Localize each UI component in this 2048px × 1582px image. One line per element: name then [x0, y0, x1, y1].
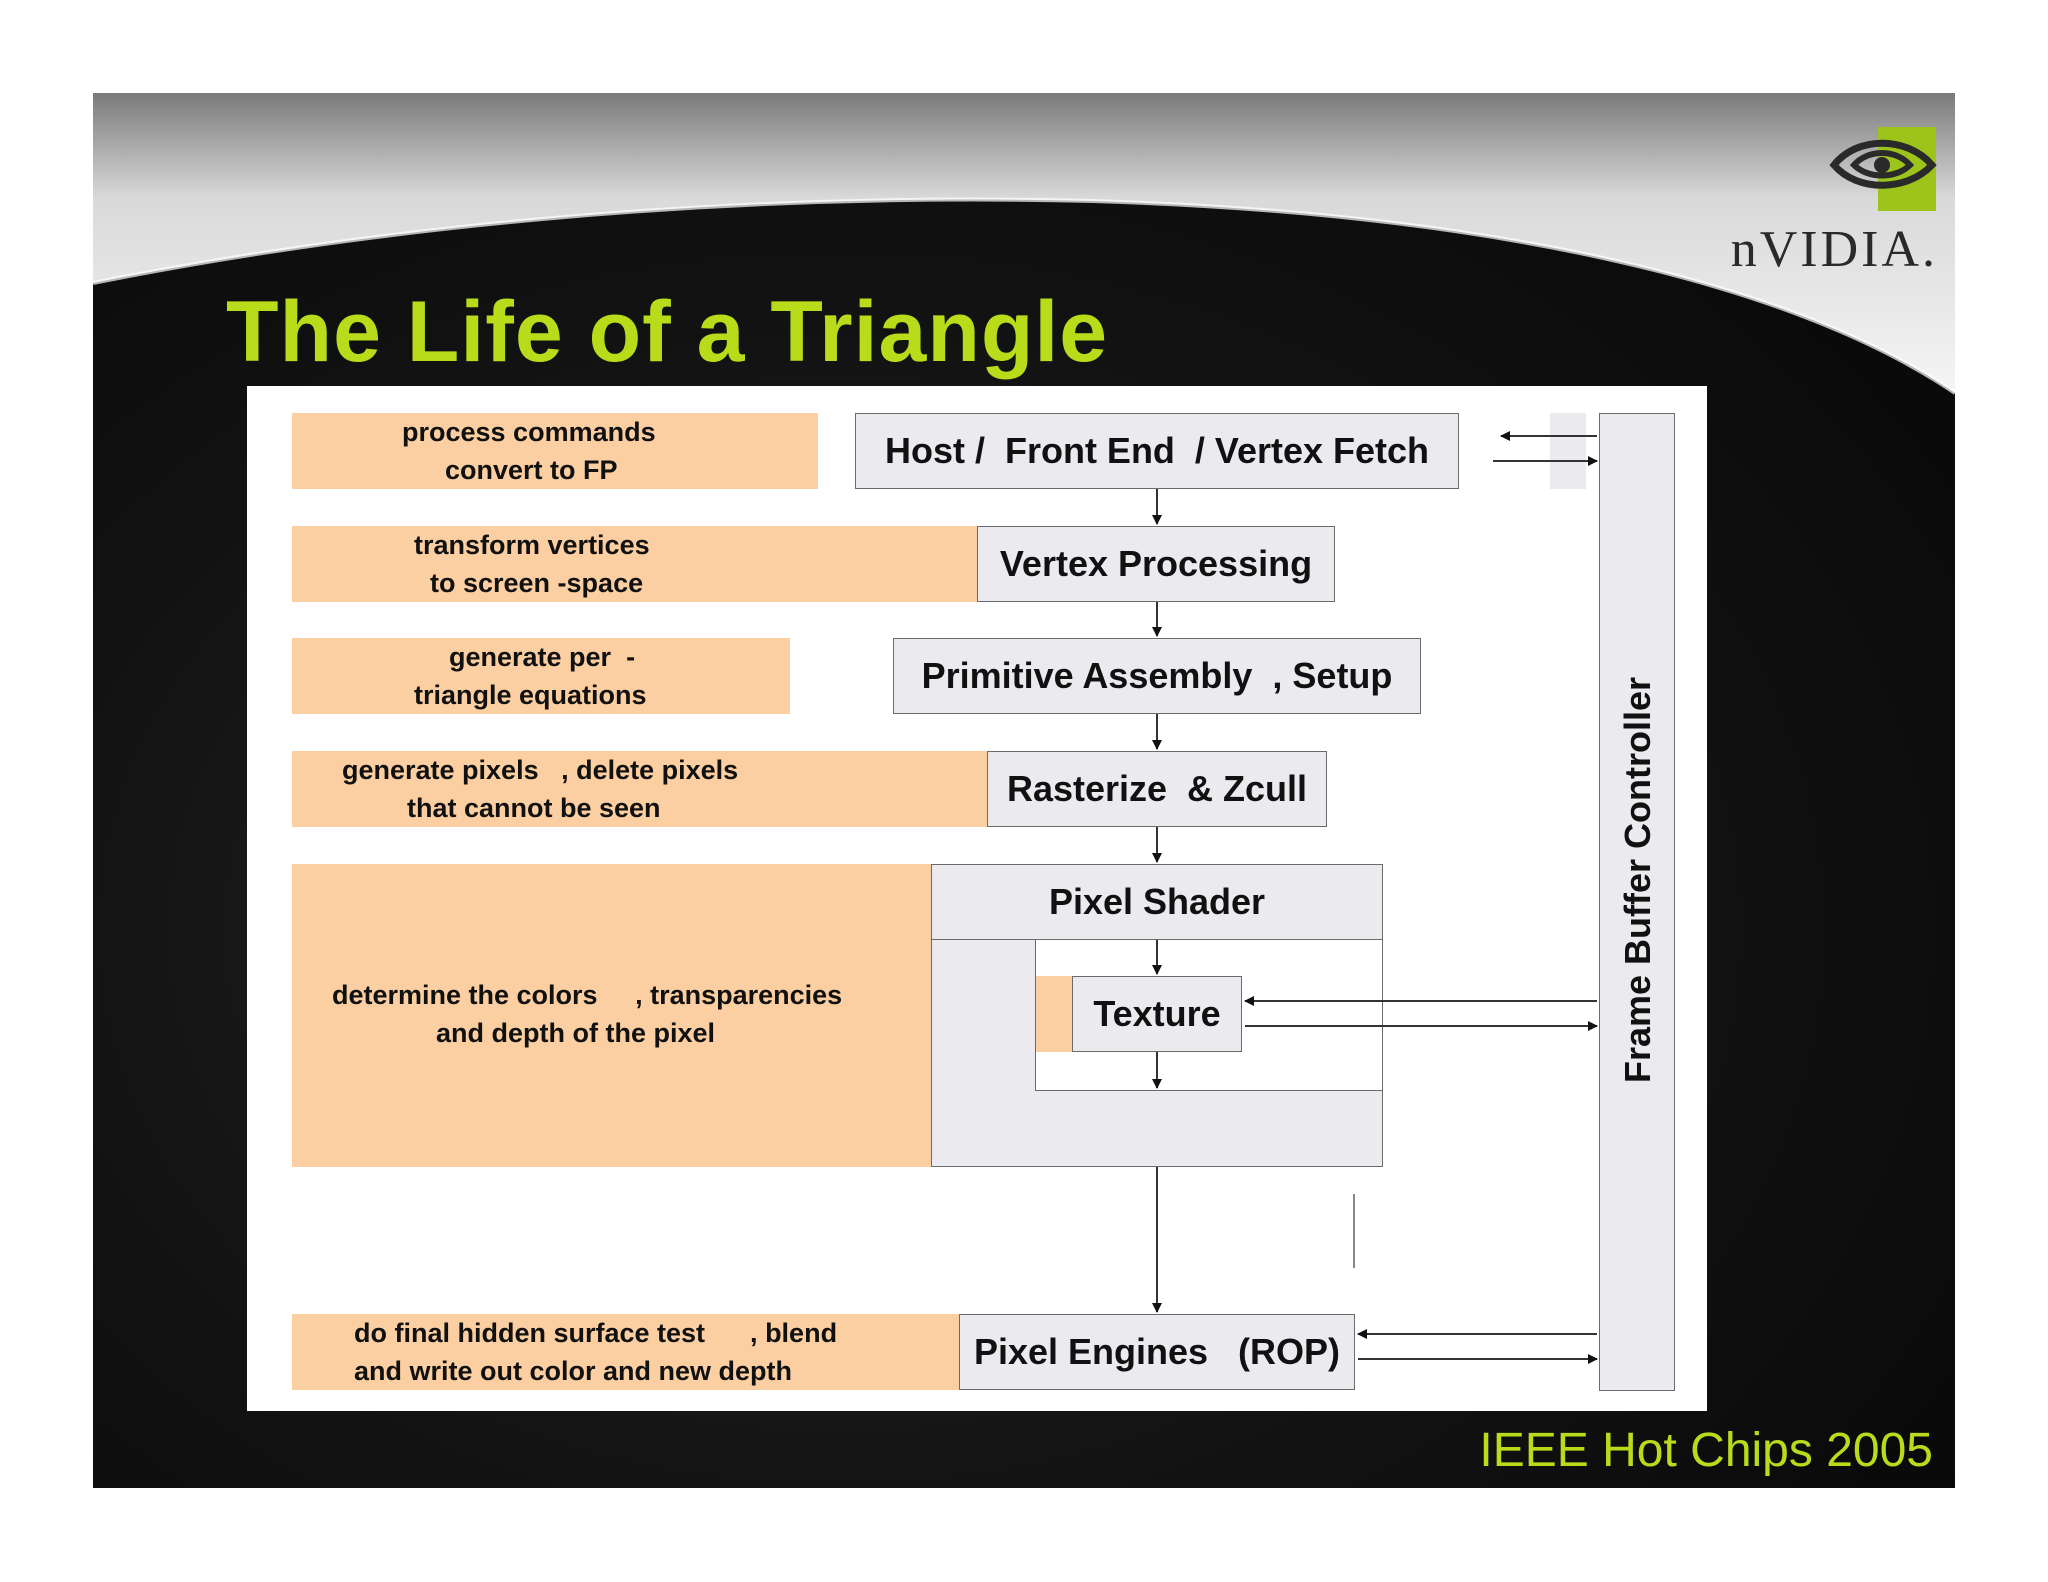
stage-texture: Texture: [1072, 976, 1242, 1052]
description-host: process commands convert to FP: [292, 413, 818, 489]
description-rop: do final hidden surface test , blend and…: [292, 1314, 962, 1390]
stage-rasterize-zcull: Rasterize & Zcull: [987, 751, 1327, 827]
nvidia-eye-logo-icon: [1829, 127, 1937, 211]
slide-title: The Life of a Triangle: [226, 284, 1109, 380]
description-primitive: generate per - triangle equations: [292, 638, 790, 714]
slide-footer: IEEE Hot Chips 2005: [1479, 1424, 1933, 1477]
frame-buffer-controller: [1599, 413, 1675, 1391]
pipeline-arrows: [1152, 431, 1598, 1364]
stage-vertex-processing: Vertex Processing: [977, 526, 1335, 602]
description-raster: generate pixels , delete pixels that can…: [292, 751, 1000, 827]
pixel-shader-label-box: Pixel Shader: [931, 864, 1383, 940]
texture-accent: [1036, 976, 1072, 1052]
pipeline-diagram: process commands convert to FP transform…: [247, 386, 1707, 1411]
nvidia-wordmark: nVIDIA.: [1730, 221, 1938, 278]
stage-primitive-assembly: Primitive Assembly , Setup: [893, 638, 1421, 714]
stage-pixel-engines-rop: Pixel Engines (ROP): [959, 1314, 1355, 1390]
description-vertex: transform vertices to screen -space: [292, 526, 1016, 602]
description-pixel-shader: determine the colors , transparencies an…: [292, 864, 975, 1167]
nvidia-logo: nVIDIA.: [1698, 125, 1938, 285]
stage-host-front-end: Host / Front End / Vertex Fetch: [855, 413, 1459, 489]
host-shadow: [1550, 413, 1586, 489]
slide: The Life of a Triangle nVIDIA. process c…: [93, 93, 1955, 1488]
separator-tick: [1353, 1194, 1355, 1268]
slide-banner-swoosh: [93, 93, 1955, 395]
